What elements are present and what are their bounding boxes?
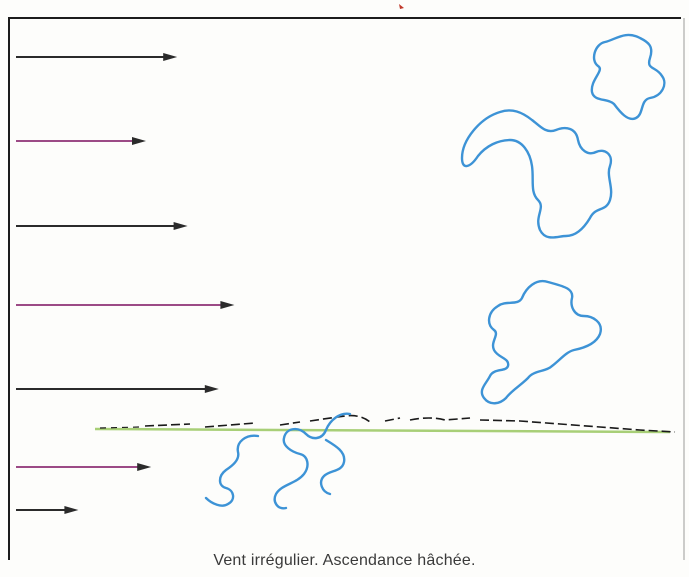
wind-arrow-6 xyxy=(16,463,152,471)
thermal-bubble-lower-left xyxy=(204,412,352,510)
wind-arrow-5 xyxy=(16,385,219,393)
thermal-bubble-top-right xyxy=(590,33,666,121)
wind-arrow-7 xyxy=(16,506,79,514)
slope-line xyxy=(94,414,676,434)
thermal-bubble-upper-middle xyxy=(460,109,613,239)
wind-arrows xyxy=(16,53,235,514)
caption: Vent irrégulier. Ascendance hâchée. xyxy=(213,552,476,569)
wind-arrow-2 xyxy=(16,137,146,145)
wind-arrow-3 xyxy=(16,222,188,230)
thermal-bubble-lower-right xyxy=(480,279,602,405)
wind-arrow-1 xyxy=(16,53,178,61)
red-top-mark xyxy=(399,4,404,9)
wind-arrow-4 xyxy=(16,301,235,309)
